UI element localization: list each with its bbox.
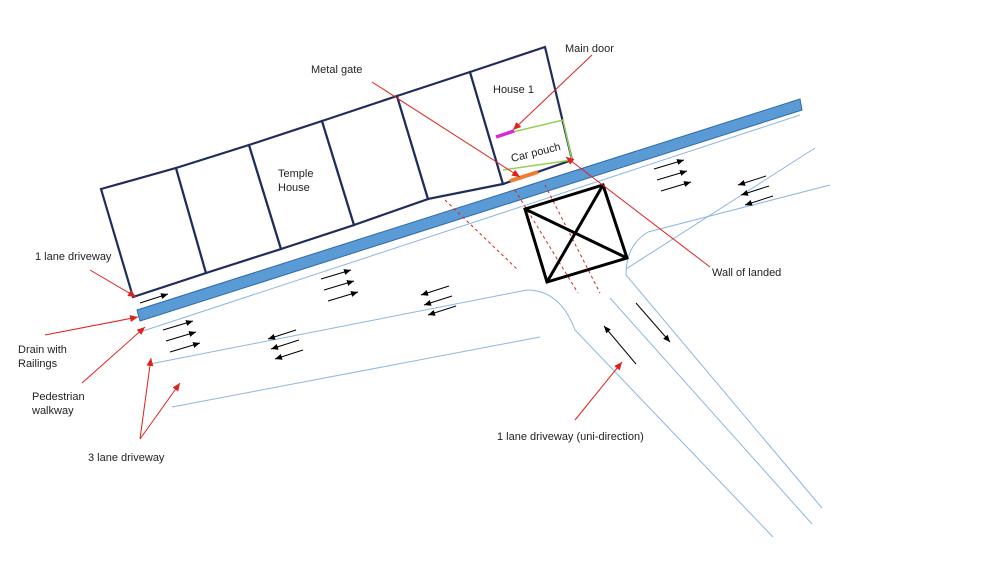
arrow-lane-f3 — [744, 195, 774, 206]
car-pouch-outline — [495, 119, 573, 171]
arrow-lane-a3 — [169, 342, 201, 353]
diagram-labels: Main door Metal gate House 1 Car pouch T… — [18, 43, 781, 464]
arrow-lane-d3 — [427, 305, 457, 316]
arrow-lane-a2 — [165, 331, 197, 342]
main-door-mark — [495, 129, 515, 139]
arrow-lane-f1 — [737, 175, 767, 186]
pointer-3lane-a — [139, 357, 154, 440]
side-road-lines — [526, 231, 823, 538]
wall-box-diagonal-2 — [545, 184, 605, 283]
wall-of-landed-box — [523, 183, 629, 284]
pointer-wall-of-landed — [565, 156, 711, 268]
label-temple-house-line1: Temple — [278, 168, 313, 180]
arrow-side-road-down — [635, 302, 671, 343]
main-road-lines — [139, 114, 831, 408]
dashed-line-middle — [514, 189, 579, 294]
traffic-arrows — [139, 159, 774, 365]
label-drain-line2: Railings — [18, 358, 58, 370]
pointer-main-door — [512, 54, 593, 131]
arrow-lane-d2 — [423, 295, 453, 306]
pointer-uni-direction — [574, 361, 623, 421]
label-1-lane-uni-direction: 1 lane driveway (uni-direction) — [497, 431, 644, 443]
pointer-1-lane-driveway — [89, 269, 137, 298]
side-road-left-curve — [526, 289, 774, 538]
arrow-lane-e1 — [653, 159, 685, 170]
drain-with-railings — [136, 98, 803, 322]
houses-row — [99, 45, 574, 299]
arrow-lane-e3 — [660, 181, 692, 192]
pointer-arrows — [44, 54, 711, 440]
arrow-lane-f2 — [740, 185, 770, 196]
label-main-door: Main door — [565, 43, 614, 55]
pointer-drain — [44, 315, 139, 336]
label-temple-house-line2: House — [278, 182, 310, 194]
side-road-center-line — [609, 297, 813, 525]
arrow-lane-b1 — [267, 329, 297, 340]
label-3-lane-driveway: 3 lane driveway — [88, 452, 165, 464]
arrow-lane-d1 — [420, 285, 450, 296]
label-pedestrian-line2: walkway — [31, 405, 74, 417]
label-1-lane-driveway: 1 lane driveway — [35, 251, 112, 263]
pointer-metal-gate — [371, 81, 521, 178]
label-house-1: House 1 — [493, 84, 534, 96]
pointer-3lane-b — [139, 382, 181, 440]
arrow-lane-a1 — [162, 320, 194, 331]
label-metal-gate: Metal gate — [311, 64, 362, 76]
dashed-lines — [444, 184, 601, 294]
label-pedestrian-line1: Pedestrian — [32, 391, 85, 403]
walkway-edge-line — [139, 114, 801, 333]
label-wall-of-landed: Wall of landed — [712, 267, 781, 279]
arrow-lane-c3 — [327, 291, 359, 302]
pointer-pedestrian — [81, 326, 146, 384]
road-lower-edge-right — [647, 184, 831, 233]
road-upper-edge-right — [625, 147, 816, 270]
arrow-driveway-1lane — [139, 293, 169, 304]
arrow-side-road-up — [603, 325, 637, 365]
arrow-lane-b3 — [274, 349, 304, 360]
metal-gate-mark — [509, 170, 539, 183]
arrow-lane-c1 — [320, 269, 352, 280]
road-lower-edge-left — [171, 336, 541, 408]
arrow-lane-b2 — [270, 339, 300, 350]
arrow-lane-c2 — [323, 280, 355, 291]
dashed-line-left — [444, 199, 519, 271]
road-upper-edge-left — [149, 289, 528, 365]
label-drain-line1: Drain with — [18, 344, 67, 356]
arrow-lane-e2 — [656, 170, 688, 181]
side-road-right-curve — [625, 231, 823, 509]
